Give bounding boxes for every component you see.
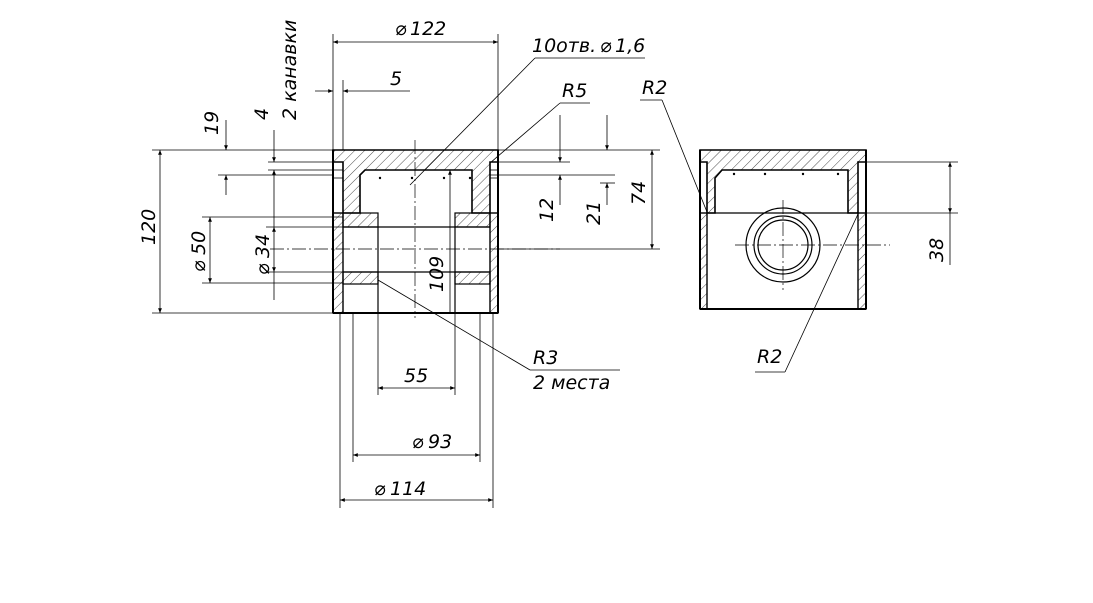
dim-d93: 93 xyxy=(428,431,452,453)
right-boss-top xyxy=(454,212,491,228)
left-skirt-wall xyxy=(332,212,344,314)
side-view xyxy=(699,149,890,310)
svg-text:⌀: ⌀ xyxy=(188,260,210,272)
note-r3: 2 места xyxy=(533,372,610,394)
svg-text:⌀: ⌀ xyxy=(412,431,424,453)
side-dimensions: R2 R2 38 xyxy=(640,77,958,373)
dim-21: 21 xyxy=(583,201,605,225)
dim-19: 19 xyxy=(201,111,223,135)
crown-section xyxy=(332,149,499,214)
dim-74: 74 xyxy=(628,181,650,205)
left-boss-bottom xyxy=(342,271,379,285)
dim-12: 12 xyxy=(536,198,558,222)
dim-d50: 50 xyxy=(188,231,210,255)
dim-d114: 114 xyxy=(390,478,426,500)
right-skirt-wall xyxy=(489,212,499,314)
dim-d122: 122 xyxy=(410,18,446,40)
dim-r5: R5 xyxy=(562,80,587,102)
dim-d34: 34 xyxy=(252,234,274,258)
front-section-view xyxy=(270,140,560,318)
svg-text:⌀: ⌀ xyxy=(374,478,386,500)
svg-text:⌀: ⌀ xyxy=(600,35,612,57)
dim-r2-bottom: R2 xyxy=(757,346,782,368)
dim-55: 55 xyxy=(404,365,428,387)
note-grooves: 2 канавки xyxy=(279,20,301,120)
note-holes: 10отв. xyxy=(532,35,596,57)
dim-r2-top: R2 xyxy=(642,77,667,99)
dim-4: 4 xyxy=(251,108,273,120)
oil-holes xyxy=(378,176,472,180)
dim-109: 109 xyxy=(426,256,448,292)
right-boss-bottom xyxy=(454,271,491,285)
left-boss-top xyxy=(342,212,379,228)
svg-text:⌀: ⌀ xyxy=(395,18,407,40)
front-dimensions: ⌀ 122 10отв. ⌀ 1,6 R5 5 2 канавки 4 19 xyxy=(138,18,660,508)
dim-r3: R3 xyxy=(533,347,558,369)
dim-5: 5 xyxy=(390,68,402,90)
dim-120: 120 xyxy=(138,209,160,245)
dim-38: 38 xyxy=(926,238,948,262)
note-holes-dia: 1,6 xyxy=(615,35,645,57)
svg-text:⌀: ⌀ xyxy=(252,263,274,275)
